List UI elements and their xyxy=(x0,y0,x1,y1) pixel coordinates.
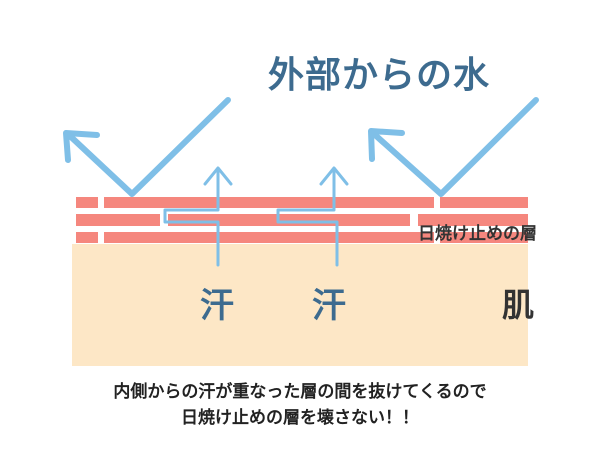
water-bounce-path-left xyxy=(67,97,231,197)
layer-brick xyxy=(76,232,98,243)
arrow-icon xyxy=(203,166,233,186)
sweat-label-right: 汗 xyxy=(312,286,346,326)
water-arrow-left xyxy=(63,97,231,197)
arrow-icon xyxy=(63,130,100,163)
arrow-icon xyxy=(368,128,405,162)
water-bounce-path-right xyxy=(371,97,539,197)
layer-brick xyxy=(76,214,160,226)
layer-brick xyxy=(168,214,410,226)
layer-brick xyxy=(104,232,434,243)
sweat-label-left: 汗 xyxy=(200,286,234,326)
skin-area xyxy=(72,244,528,366)
arrow-icon xyxy=(319,166,349,186)
sweat-arrow-left xyxy=(163,166,233,267)
sweat-arrow-right xyxy=(276,166,349,267)
skin-label: 肌 xyxy=(502,286,535,324)
caption-line-1: 内側からの汗が重なった層の間を抜けてくるので xyxy=(113,382,487,402)
caption-line-2: 日焼け止めの層を壊さない！！ xyxy=(181,408,419,428)
diagram-title: 外部からの水 xyxy=(268,55,491,96)
layer-brick xyxy=(76,197,98,208)
layer-brick xyxy=(440,232,528,243)
water-arrow-right xyxy=(368,97,539,197)
sweat-path-right xyxy=(276,168,339,267)
sunscreen-layer-label: 日焼け止めの層 xyxy=(418,224,537,244)
sweat-path-left xyxy=(163,168,220,267)
layer-brick xyxy=(440,197,528,208)
layer-brick xyxy=(104,197,434,208)
layer-brick xyxy=(418,214,528,226)
sunscreen-layer xyxy=(76,197,528,243)
